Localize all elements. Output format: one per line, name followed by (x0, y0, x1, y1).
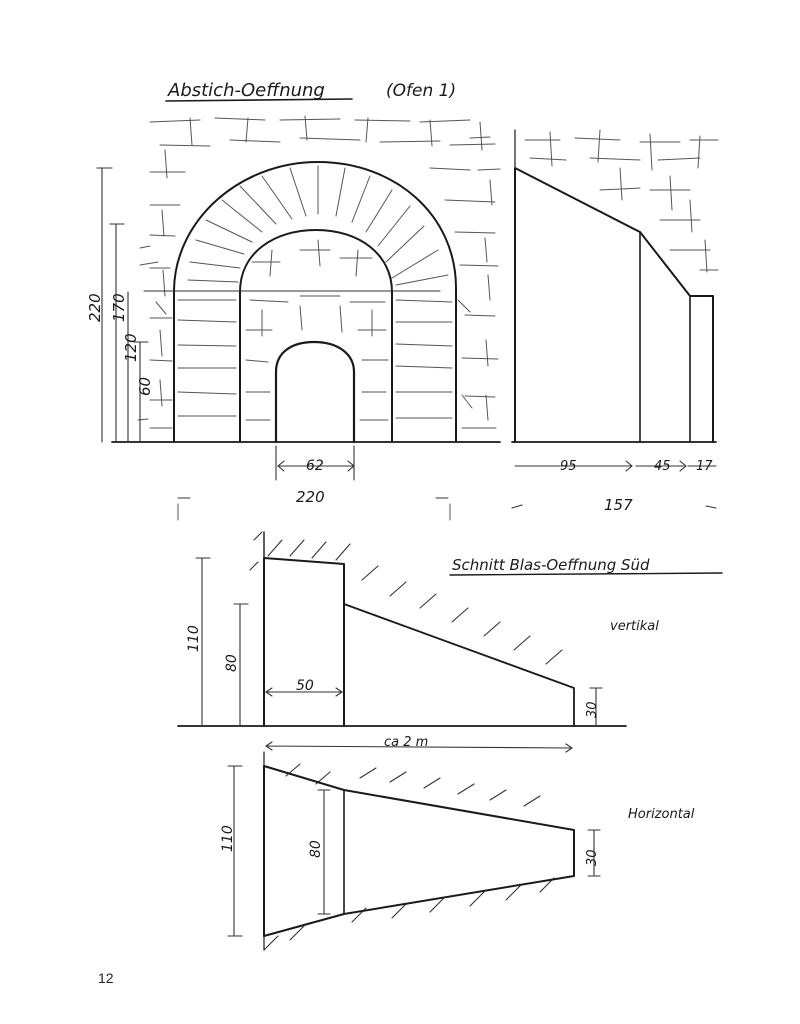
horizontal-dim-110: 110 (220, 825, 236, 852)
dim-line-220 (96, 167, 113, 443)
vertical-dim-110-line (195, 557, 211, 727)
side-dim-total-ticks (511, 504, 717, 509)
inner-masonry (245, 239, 389, 421)
side-section-view: 95 45 17 157 (511, 129, 719, 514)
title-underline (165, 98, 353, 102)
title-abstich: Abstich-Oeffnung (167, 80, 325, 101)
outer-arch (173, 161, 457, 443)
dim-line-170 (109, 223, 125, 443)
side-dim-17: 17 (696, 459, 713, 474)
dim-line-60 (133, 341, 149, 443)
dim-label-170: 170 (110, 293, 128, 322)
dim-label-62: 62 (306, 458, 324, 474)
horizontal-dim-80: 80 (308, 840, 324, 858)
vertical-section-view: 110 80 50 30 ca 2 m vertikal (177, 531, 659, 753)
masonry-texture (137, 115, 501, 429)
dim-label-60: 60 (136, 377, 154, 396)
horizontal-section-view: 110 80 30 Horizontal (220, 751, 695, 951)
inner-arch (239, 229, 393, 443)
horizontal-dim-30-line (587, 829, 601, 877)
vertical-front-block (263, 557, 345, 727)
horizontal-dim-30: 30 (585, 849, 600, 866)
title-ofen-note: (Ofen 1) (386, 81, 456, 101)
horizontal-hatching-top (285, 763, 541, 807)
title-schnitt: Schnitt Blas-Oeffnung Süd (452, 556, 650, 574)
elevation-view: 220 170 120 60 62 220 (86, 115, 501, 521)
dim-label-220-width: 220 (296, 488, 325, 506)
vertical-taper (343, 603, 575, 727)
side-dim-157: 157 (604, 496, 633, 514)
dim-label-220: 220 (86, 293, 104, 322)
side-dim-lines (514, 460, 717, 472)
horizontal-hatching-bottom (263, 877, 555, 951)
dim-ticks (177, 503, 451, 521)
vertical-hatching (249, 531, 563, 665)
title-schnitt-underline (449, 572, 723, 576)
vertical-dim-length: ca 2 m (384, 735, 428, 750)
vertical-dim-110: 110 (186, 625, 202, 652)
vertical-dim-30: 30 (585, 701, 600, 718)
side-dim-45: 45 (654, 459, 671, 474)
side-masonry (524, 129, 719, 273)
side-divisions (639, 231, 691, 443)
vertical-dim-80: 80 (224, 654, 240, 672)
voussoir-lines (177, 165, 453, 419)
vertical-dim-30-line (589, 687, 603, 727)
vertical-dim-50-line (265, 687, 343, 697)
horizontal-dim-80-line (317, 789, 331, 915)
vertical-dim-50: 50 (296, 678, 314, 694)
horizontal-taper-outline (263, 765, 575, 937)
dim-line-220-width (177, 445, 449, 499)
side-dim-95: 95 (560, 459, 577, 474)
vertical-label: vertikal (610, 619, 659, 634)
page-number: 12 (98, 970, 114, 986)
horizontal-dim-110-line (227, 765, 243, 937)
vertical-dim-80-line (233, 603, 249, 727)
door-opening (274, 340, 356, 444)
side-profile (514, 167, 714, 443)
vertical-dim-length-line (265, 741, 573, 753)
horizontal-label: Horizontal (628, 807, 695, 822)
dim-label-120: 120 (122, 333, 140, 362)
